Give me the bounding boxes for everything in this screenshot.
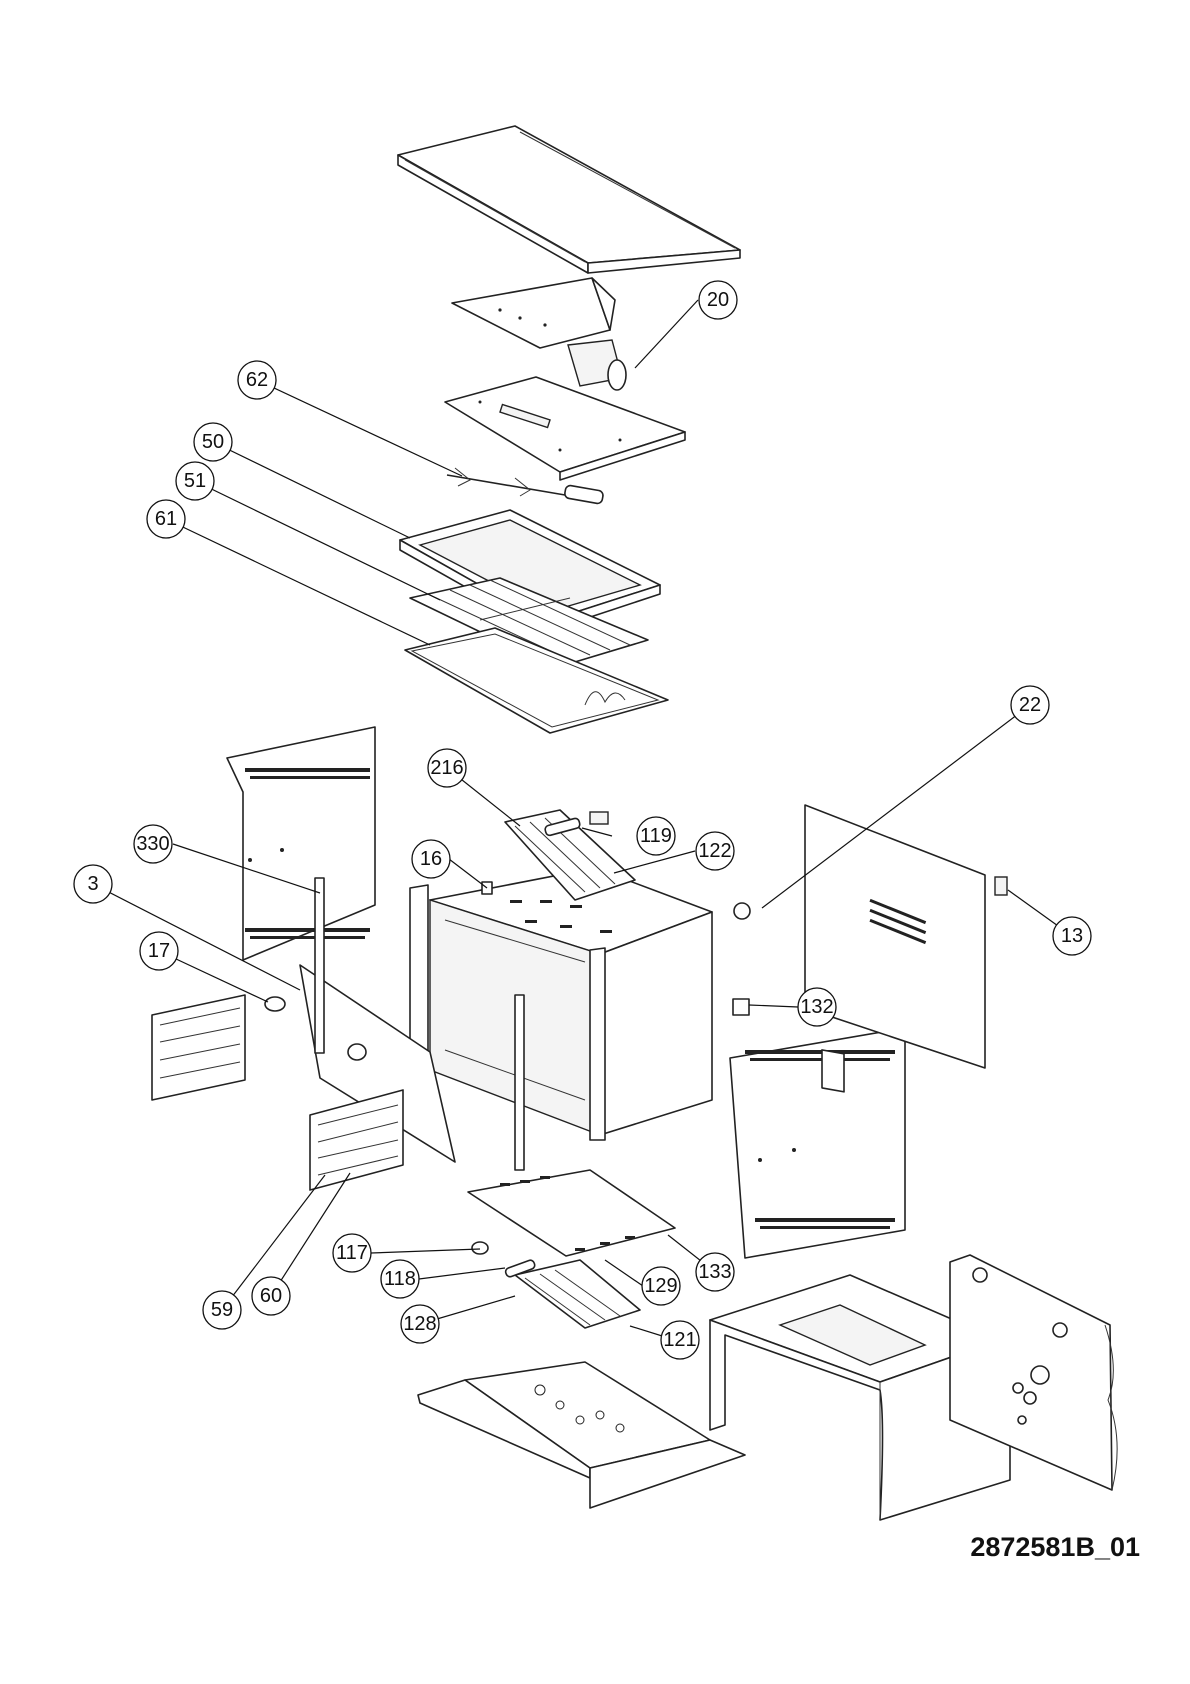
left-side-rack-part [151, 994, 246, 1101]
oven-roof-plate-part [444, 376, 686, 481]
rear-cabinet-panel-part [949, 1254, 1118, 1491]
callout-129: 129 [641, 1266, 681, 1306]
callout-22: 22 [1010, 685, 1050, 725]
left-side-panel-part [226, 726, 376, 961]
top-grill-element-part [504, 809, 636, 901]
callout-121: 121 [660, 1320, 700, 1360]
svg-text:22: 22 [1019, 694, 1041, 716]
svg-text:60: 60 [260, 1285, 282, 1307]
small-parts [264, 881, 751, 1061]
svg-text:129: 129 [644, 1275, 677, 1297]
vertical-strips-part [314, 877, 525, 1171]
callout-128: 128 [400, 1304, 440, 1344]
callout-17: 17 [139, 931, 179, 971]
callout-216: 216 [427, 748, 467, 788]
svg-text:61: 61 [155, 508, 177, 530]
callout-20: 20 [698, 280, 738, 320]
svg-text:216: 216 [430, 757, 463, 779]
rotisserie-spit-part [446, 467, 604, 505]
svg-text:51: 51 [184, 470, 206, 492]
bottom-plate-part [467, 1169, 676, 1257]
callout-330: 330 [133, 824, 173, 864]
svg-text:20: 20 [707, 289, 729, 311]
svg-text:117: 117 [336, 1242, 368, 1264]
svg-text:132: 132 [800, 996, 833, 1018]
svg-text:122: 122 [698, 840, 731, 862]
callout-13: 13 [1052, 916, 1092, 956]
center-side-rack-part [309, 1089, 404, 1191]
callout-132: 132 [797, 987, 837, 1027]
callout-118: 118 [380, 1259, 420, 1299]
svg-text:128: 128 [403, 1313, 436, 1335]
top-cover-part [397, 125, 741, 274]
callout-119: 119 [636, 816, 676, 856]
svg-text:59: 59 [211, 1299, 233, 1321]
oven-cavity-part [409, 867, 713, 1141]
bottom-element-part [471, 1241, 641, 1329]
svg-text:330: 330 [136, 833, 169, 855]
grill-rack-frame-part [404, 627, 669, 734]
callout-60: 60 [251, 1276, 291, 1316]
back-panel-part [804, 804, 1008, 1093]
callout-62: 62 [237, 360, 277, 400]
callout-61: 61 [146, 499, 186, 539]
upper-panel-part [451, 277, 627, 391]
svg-text:119: 119 [640, 825, 672, 847]
svg-text:133: 133 [698, 1261, 731, 1283]
callout-133: 133 [695, 1252, 735, 1292]
callout-59: 59 [202, 1290, 242, 1330]
svg-text:118: 118 [384, 1268, 416, 1290]
callout-16: 16 [411, 839, 451, 879]
leader-lines [92, 299, 1073, 1341]
svg-text:121: 121 [663, 1329, 696, 1351]
svg-text:50: 50 [202, 431, 224, 453]
callout-3: 3 [73, 864, 113, 904]
callout-51: 51 [175, 461, 215, 501]
right-side-panel-part [729, 1027, 906, 1259]
svg-text:3: 3 [87, 873, 98, 895]
svg-text:16: 16 [420, 848, 442, 870]
drawing-code-label: 2872581B_01 [970, 1532, 1140, 1562]
callout-50: 50 [193, 422, 233, 462]
svg-text:17: 17 [148, 940, 170, 962]
callout-122: 122 [695, 831, 735, 871]
svg-text:62: 62 [246, 369, 268, 391]
svg-text:13: 13 [1061, 925, 1083, 947]
door-seal-part [299, 964, 456, 1163]
base-tray-part [417, 1361, 746, 1509]
callout-117: 117 [332, 1233, 372, 1273]
